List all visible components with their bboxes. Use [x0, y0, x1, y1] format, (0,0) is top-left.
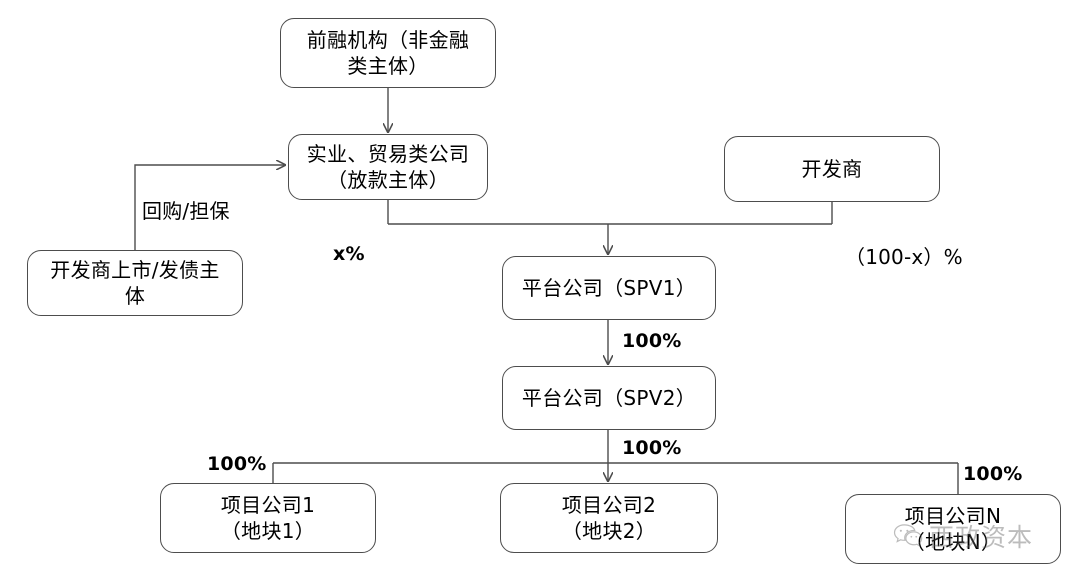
- node-project-company-1-label: 项目公司1 （地块1）: [220, 493, 316, 543]
- node-industrial-company[interactable]: 实业、贸易类公司 （放款主体）: [288, 134, 488, 200]
- node-developer-label: 开发商: [801, 157, 863, 181]
- node-spv1-label: 平台公司（SPV1）: [521, 276, 697, 300]
- node-project-company-2[interactable]: 项目公司2 （地块2）: [500, 483, 718, 553]
- node-industrial-company-label: 实业、贸易类公司 （放款主体）: [306, 142, 470, 192]
- node-developer[interactable]: 开发商: [724, 136, 940, 202]
- edge-label-x-percent: x%: [333, 243, 365, 265]
- node-spv2[interactable]: 平台公司（SPV2）: [502, 366, 716, 430]
- edge-label-spv2-split: 100%: [622, 437, 682, 459]
- edge-label-spv1-spv2: 100%: [622, 330, 682, 352]
- node-lender-label: 前融机构（非金融 类主体）: [306, 28, 470, 78]
- edge-label-to-projectN: 100%: [963, 463, 1023, 485]
- edge-label-rest-percent: （100-x）%: [845, 245, 963, 269]
- node-project-company-2-label: 项目公司2 （地块2）: [561, 493, 657, 543]
- edge-label-to-project1: 100%: [207, 453, 267, 475]
- node-project-company-n-label: 项目公司N （地块N）: [904, 504, 1002, 554]
- node-spv1[interactable]: 平台公司（SPV1）: [502, 256, 716, 320]
- edge-label-guarantee: 回购/担保: [142, 199, 230, 223]
- node-lender[interactable]: 前融机构（非金融 类主体）: [280, 18, 496, 88]
- node-spv2-label: 平台公司（SPV2）: [521, 386, 697, 410]
- node-project-company-1[interactable]: 项目公司1 （地块1）: [160, 483, 376, 553]
- node-project-company-n[interactable]: 项目公司N （地块N）: [845, 494, 1061, 564]
- node-listed-entity-label: 开发商上市/发债主 体: [50, 258, 220, 308]
- node-listed-entity[interactable]: 开发商上市/发债主 体: [27, 250, 243, 316]
